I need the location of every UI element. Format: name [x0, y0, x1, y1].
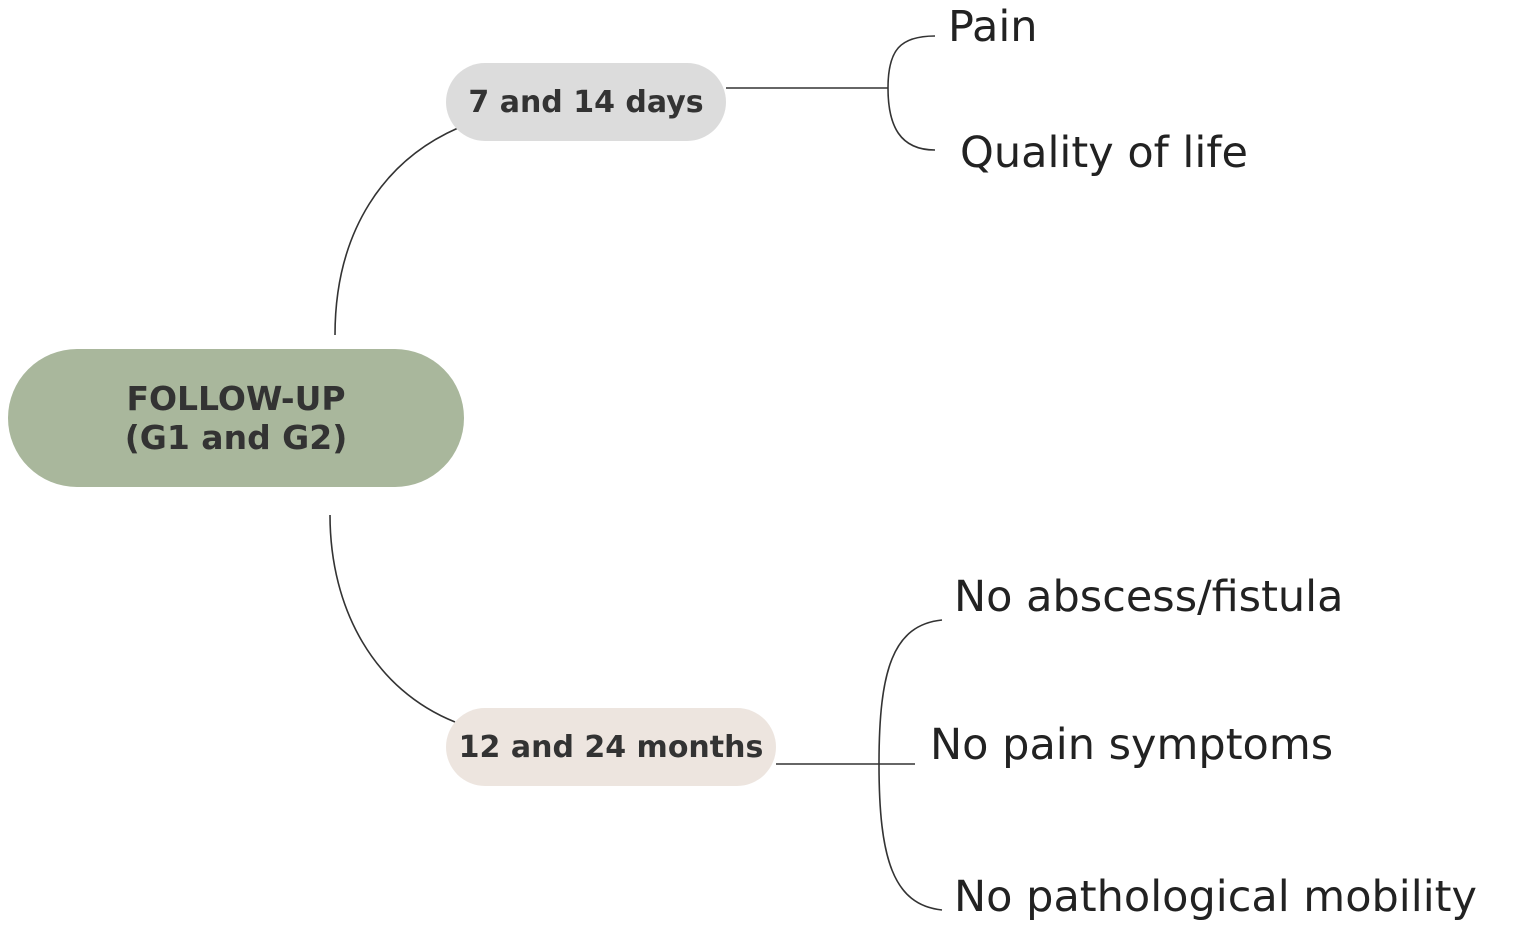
outcome-no-pain-symptoms: No pain symptoms — [930, 720, 1334, 770]
bracket-days — [887, 35, 936, 151]
connector-root-to-months — [329, 514, 456, 723]
branch-node-months: 12 and 24 months — [446, 708, 776, 786]
root-node-title: FOLLOW-UP — [126, 379, 346, 418]
branch-node-days: 7 and 14 days — [446, 63, 726, 141]
branch-node-months-label: 12 and 24 months — [458, 729, 764, 765]
bracket-months — [878, 619, 943, 911]
outcome-quality-of-life: Quality of life — [960, 128, 1248, 178]
connector-root-to-days — [334, 127, 459, 336]
outcome-pain: Pain — [948, 2, 1038, 52]
outcome-no-pathological-mobility: No pathological mobility — [954, 872, 1477, 922]
branch-node-days-label: 7 and 14 days — [468, 84, 704, 120]
outcome-no-abscess-fistula: No abscess/fistula — [954, 572, 1344, 622]
root-node-follow-up: FOLLOW-UP (G1 and G2) — [8, 349, 464, 487]
root-node-subtitle: (G1 and G2) — [124, 418, 348, 457]
